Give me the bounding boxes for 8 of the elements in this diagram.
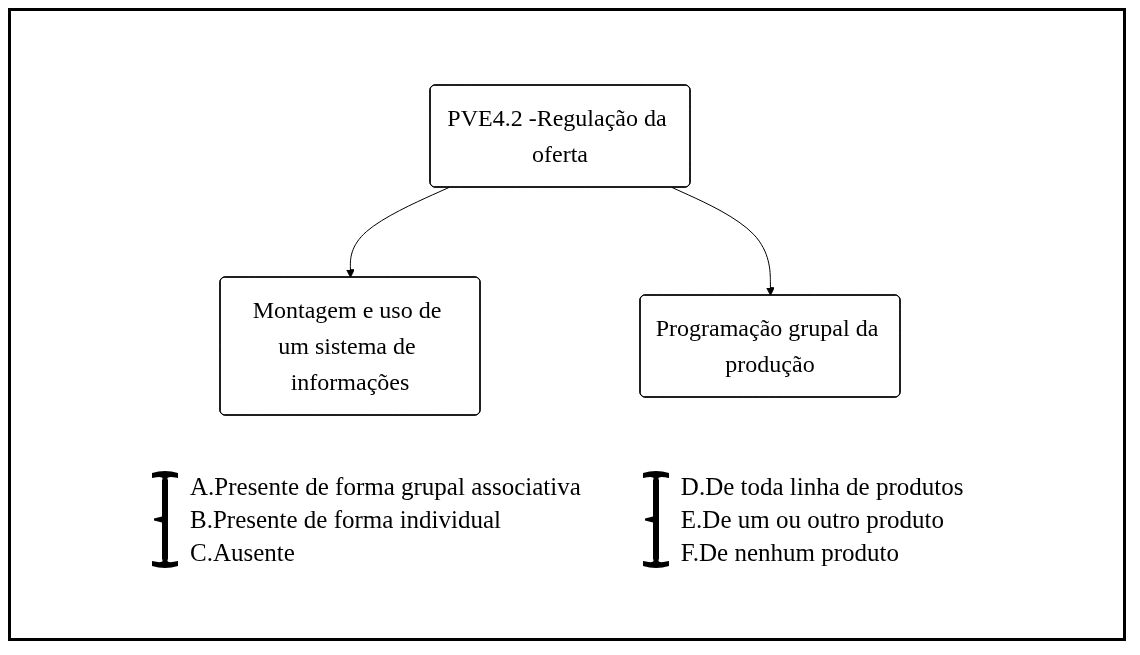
scale-option-label: A.Presente de forma grupal associativa — [190, 472, 581, 502]
arrow — [671, 187, 775, 296]
scale-option-label: B.Presente de forma individual — [190, 505, 503, 535]
scale-option-label: E.De um ou outro produto — [680, 505, 945, 535]
arrow — [346, 187, 450, 278]
scale-option-label: C.Ausente — [190, 538, 296, 568]
scale-option-label: F.De nenhum produto — [680, 538, 900, 568]
scale-option-label: D.De toda linha de produtos — [680, 472, 964, 502]
